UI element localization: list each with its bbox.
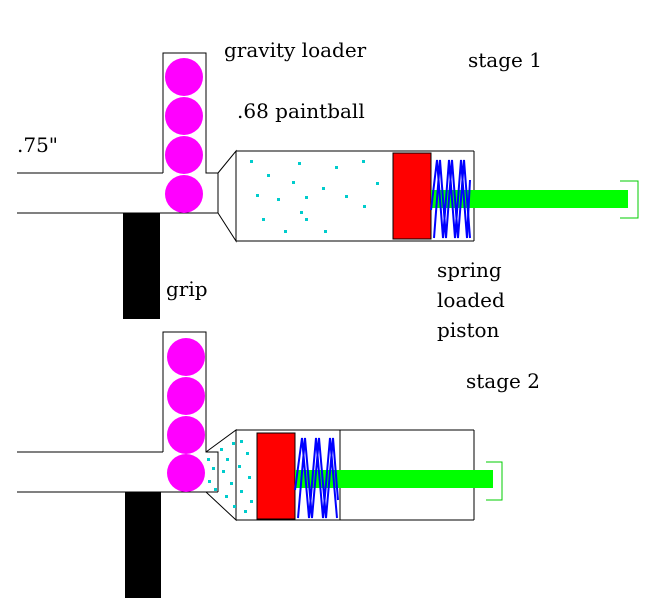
paintball (165, 136, 203, 174)
paintball (167, 338, 205, 376)
paintballs-stage-2 (167, 338, 205, 492)
spring-coil-stage-1 (433, 159, 471, 239)
piston-stage-2 (256, 432, 296, 520)
barrel-stage-2 (17, 451, 218, 493)
paintball (167, 377, 205, 415)
piston-stage-1 (392, 152, 432, 240)
spring-coil-stage-2 (297, 437, 339, 519)
rod-handle-stage-1 (620, 180, 639, 219)
paintball-label: .68 paintball (237, 99, 365, 123)
paintball (165, 97, 203, 135)
spring-label-line-3: piston (437, 318, 500, 342)
grip-stage-2 (125, 492, 161, 598)
gravity-loader-tube-stage-2 (162, 331, 219, 492)
paintball (167, 454, 205, 492)
spring-label-line-1: spring (437, 258, 502, 282)
rod-handle-stage-2 (486, 461, 503, 501)
grip-stage-1 (123, 213, 160, 319)
spring-stage-2 (294, 437, 338, 519)
paintball (167, 416, 205, 454)
piston-rod-stage-2 (295, 470, 493, 488)
spring-label-line-2: loaded (437, 288, 505, 312)
stage-2-assembly (17, 331, 503, 598)
compressed-air-stage-2 (207, 440, 253, 513)
paintballs-stage-1 (165, 58, 203, 213)
barrel-stage-1 (17, 172, 218, 214)
compressed-air-stage-1 (250, 160, 379, 233)
grip-label: grip (166, 277, 208, 301)
piston-rod-stage-1 (431, 190, 628, 208)
gravity-loader-tube-stage-1 (162, 52, 219, 213)
funnel-stage-2 (205, 429, 237, 522)
funnel-stage-1 (217, 149, 237, 243)
bore-label: .75" (17, 133, 58, 157)
stage-2-label: stage 2 (466, 369, 540, 393)
stage-1-assembly (17, 52, 639, 319)
gravity-loader-label: gravity loader (224, 38, 367, 62)
stage-1-label: stage 1 (468, 48, 542, 72)
paintball (165, 58, 203, 96)
paintball (165, 175, 203, 213)
